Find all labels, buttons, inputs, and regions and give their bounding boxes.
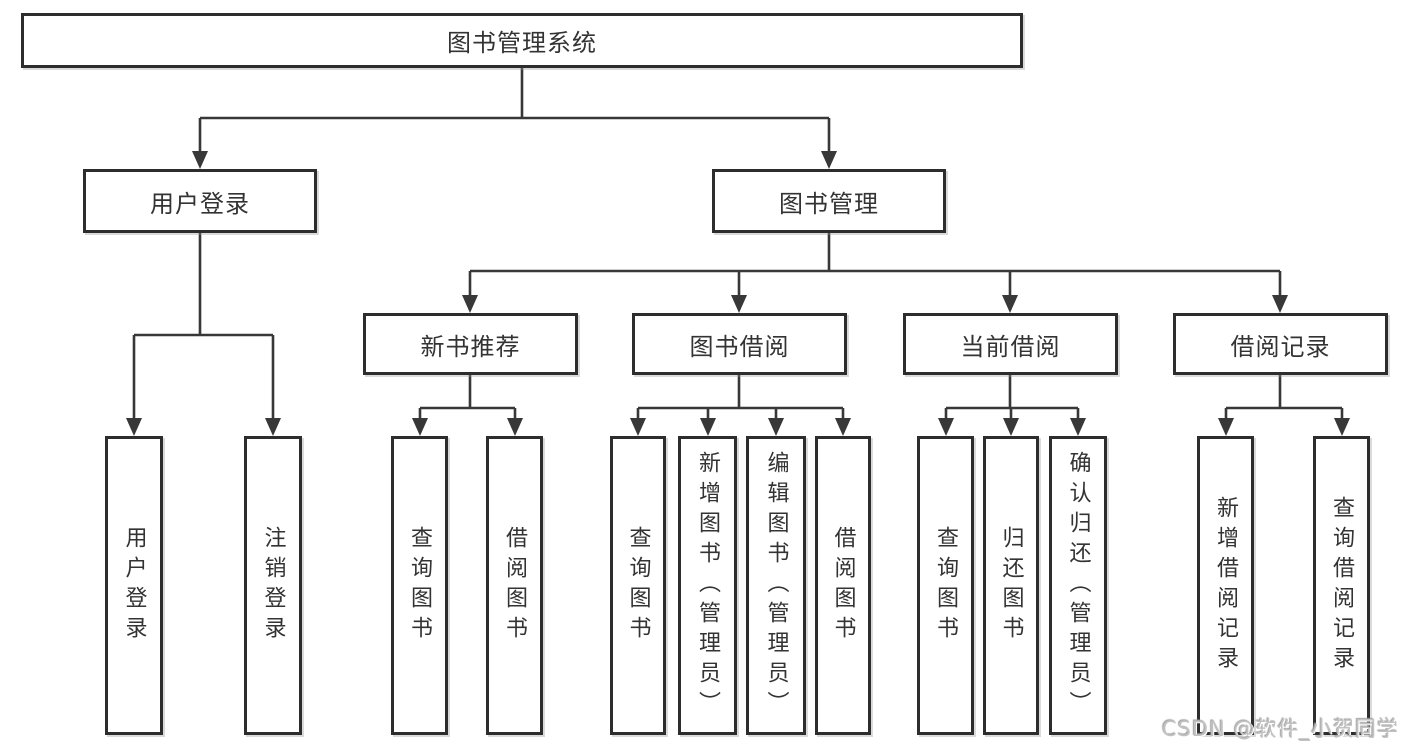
leaf-logout-label: 注销登录 (260, 525, 286, 646)
arrowhead-icon (1218, 418, 1234, 436)
leaf-record-query: 查询借阅记录 (1313, 436, 1370, 735)
leaf-borrow-query-books-label: 查询图书 (625, 525, 651, 646)
edges-current-borrow-children (938, 375, 1086, 436)
leaf-borrow-borrow-books: 借阅图书 (815, 436, 871, 735)
leaf-user-login: 用户登录 (105, 436, 163, 735)
edges-root-to-level2 (192, 68, 837, 169)
node-book-borrow: 图书借阅 (632, 313, 847, 375)
node-root: 图书管理系统 (21, 13, 1023, 68)
node-new-book-recommend-label: 新书推荐 (420, 332, 521, 361)
node-new-book-recommend: 新书推荐 (363, 313, 578, 375)
node-root-label: 图书管理系统 (447, 29, 597, 57)
leaf-current-query-books: 查询图书 (917, 436, 974, 735)
node-borrow-record: 借阅记录 (1173, 313, 1388, 375)
edges-new-book-children (412, 375, 523, 436)
arrowhead-icon (507, 418, 523, 436)
leaf-current-return-books: 归还图书 (983, 436, 1039, 735)
arrowhead-icon (265, 418, 281, 436)
leaf-logout: 注销登录 (244, 436, 302, 735)
leaf-current-return-books-label: 归还图书 (998, 525, 1024, 646)
arrowhead-icon (938, 418, 954, 436)
node-book-management-label: 图书管理 (779, 189, 879, 218)
edges-user-login-children (126, 233, 281, 436)
node-book-borrow-label: 图书借阅 (689, 332, 790, 361)
arrowhead-icon (1272, 295, 1288, 313)
edges-borrow-record-children (1218, 375, 1350, 436)
leaf-current-query-books-label: 查询图书 (933, 525, 959, 646)
leaf-record-add: 新增借阅记录 (1197, 436, 1254, 735)
node-current-borrow-label: 当前借阅 (960, 332, 1061, 361)
leaf-newbook-borrow-books-label: 借阅图书 (502, 525, 528, 646)
leaf-borrow-query-books: 查询图书 (610, 436, 666, 735)
node-book-management: 图书管理 (712, 169, 946, 233)
node-user-login: 用户登录 (83, 169, 317, 233)
leaf-borrow-edit-books-label: 编辑图书（管理员） (763, 450, 789, 721)
arrowhead-icon (731, 295, 747, 313)
node-borrow-record-label: 借阅记录 (1230, 332, 1331, 361)
node-user-login-label: 用户登录 (150, 189, 250, 218)
arrowhead-icon (192, 151, 208, 169)
arrowhead-icon (700, 418, 716, 436)
leaf-borrow-borrow-books-label: 借阅图书 (830, 525, 856, 646)
leaf-current-confirm-return: 确认归还（管理员） (1049, 436, 1107, 735)
leaf-record-query-label: 查询借阅记录 (1329, 495, 1355, 676)
node-current-borrow: 当前借阅 (903, 313, 1118, 375)
leaf-user-login-label: 用户登录 (121, 525, 147, 646)
arrowhead-icon (1003, 418, 1019, 436)
arrowhead-icon (1070, 418, 1086, 436)
arrowhead-icon (630, 418, 646, 436)
leaf-borrow-edit-books: 编辑图书（管理员） (746, 436, 806, 735)
arrowhead-icon (821, 151, 837, 169)
leaf-record-add-label: 新增借阅记录 (1213, 495, 1239, 676)
leaf-current-confirm-return-label: 确认归还（管理员） (1065, 450, 1091, 721)
leaf-borrow-add-books: 新增图书（管理员） (678, 436, 737, 735)
arrowhead-icon (462, 295, 478, 313)
arrowhead-icon (126, 418, 142, 436)
leaf-newbook-borrow-books: 借阅图书 (486, 436, 543, 735)
leaf-newbook-query-books-label: 查询图书 (407, 525, 433, 646)
leaf-newbook-query-books: 查询图书 (391, 436, 448, 735)
edges-book-borrow-children (630, 375, 851, 436)
arrowhead-icon (412, 418, 428, 436)
arrowhead-icon (1002, 295, 1018, 313)
arrowhead-icon (835, 418, 851, 436)
arrowhead-icon (768, 418, 784, 436)
leaf-borrow-add-books-label: 新增图书（管理员） (695, 450, 721, 721)
edges-book-management-children (462, 233, 1288, 313)
arrowhead-icon (1334, 418, 1350, 436)
watermark: CSDN @软件_小贺同学 (1161, 717, 1399, 741)
